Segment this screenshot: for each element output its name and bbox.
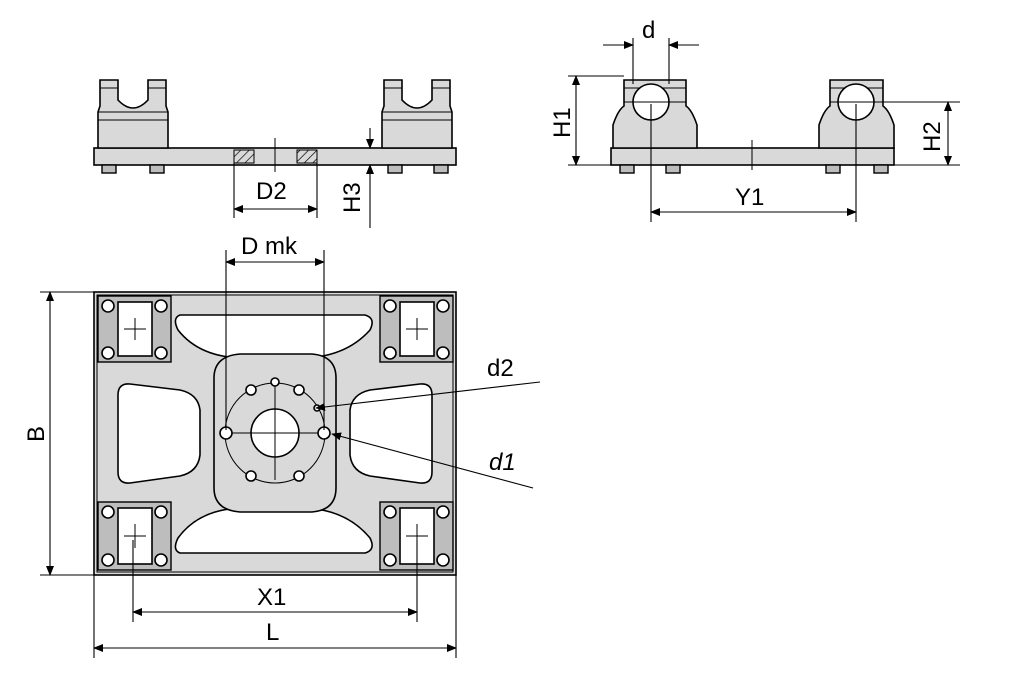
center-flange — [213, 353, 337, 513]
dimension-X1: X1 — [132, 540, 418, 622]
label-X1: X1 — [257, 584, 286, 611]
side-clamp-left — [612, 79, 698, 149]
leader-d1: d1 — [331, 432, 534, 489]
side-view: d H1 H2 Y1 — [549, 17, 960, 222]
label-B: B — [23, 426, 50, 442]
label-L: L — [266, 619, 279, 646]
dimension-B: B — [23, 291, 94, 576]
front-clamp-left — [97, 79, 169, 149]
leader-d2: d2 — [315, 355, 541, 411]
dimension-Y1: Y1 — [650, 104, 857, 222]
dimension-H3: H3 — [318, 128, 382, 228]
clamp-top-right — [379, 295, 454, 363]
label-D2: D2 — [256, 178, 287, 205]
clamp-bottom-left — [97, 501, 172, 571]
front-view: D2 H3 — [93, 79, 457, 228]
cutout-right — [349, 383, 433, 484]
label-H3: H3 — [339, 182, 366, 213]
clamp-bottom-right — [379, 501, 454, 571]
label-d2: d2 — [487, 355, 514, 382]
dimension-H2: H2 — [874, 101, 960, 166]
dimension-D-mk: D mk — [225, 233, 325, 430]
cutout-left — [117, 383, 201, 484]
clamp-top-left — [97, 295, 172, 363]
dimension-d: d — [603, 17, 699, 84]
label-D-mk: D mk — [241, 233, 298, 260]
front-clamp-right — [381, 79, 453, 149]
dimension-H1: H1 — [549, 75, 624, 166]
label-d: d — [642, 17, 655, 44]
label-H1: H1 — [549, 107, 576, 138]
dimension-D2: D2 — [233, 163, 318, 218]
label-Y1: Y1 — [735, 184, 764, 211]
label-d1: d1 — [489, 449, 516, 476]
top-view: D mk B X1 L d2 d1 — [23, 233, 541, 658]
dimension-L: L — [93, 575, 457, 658]
label-H2: H2 — [919, 121, 946, 152]
